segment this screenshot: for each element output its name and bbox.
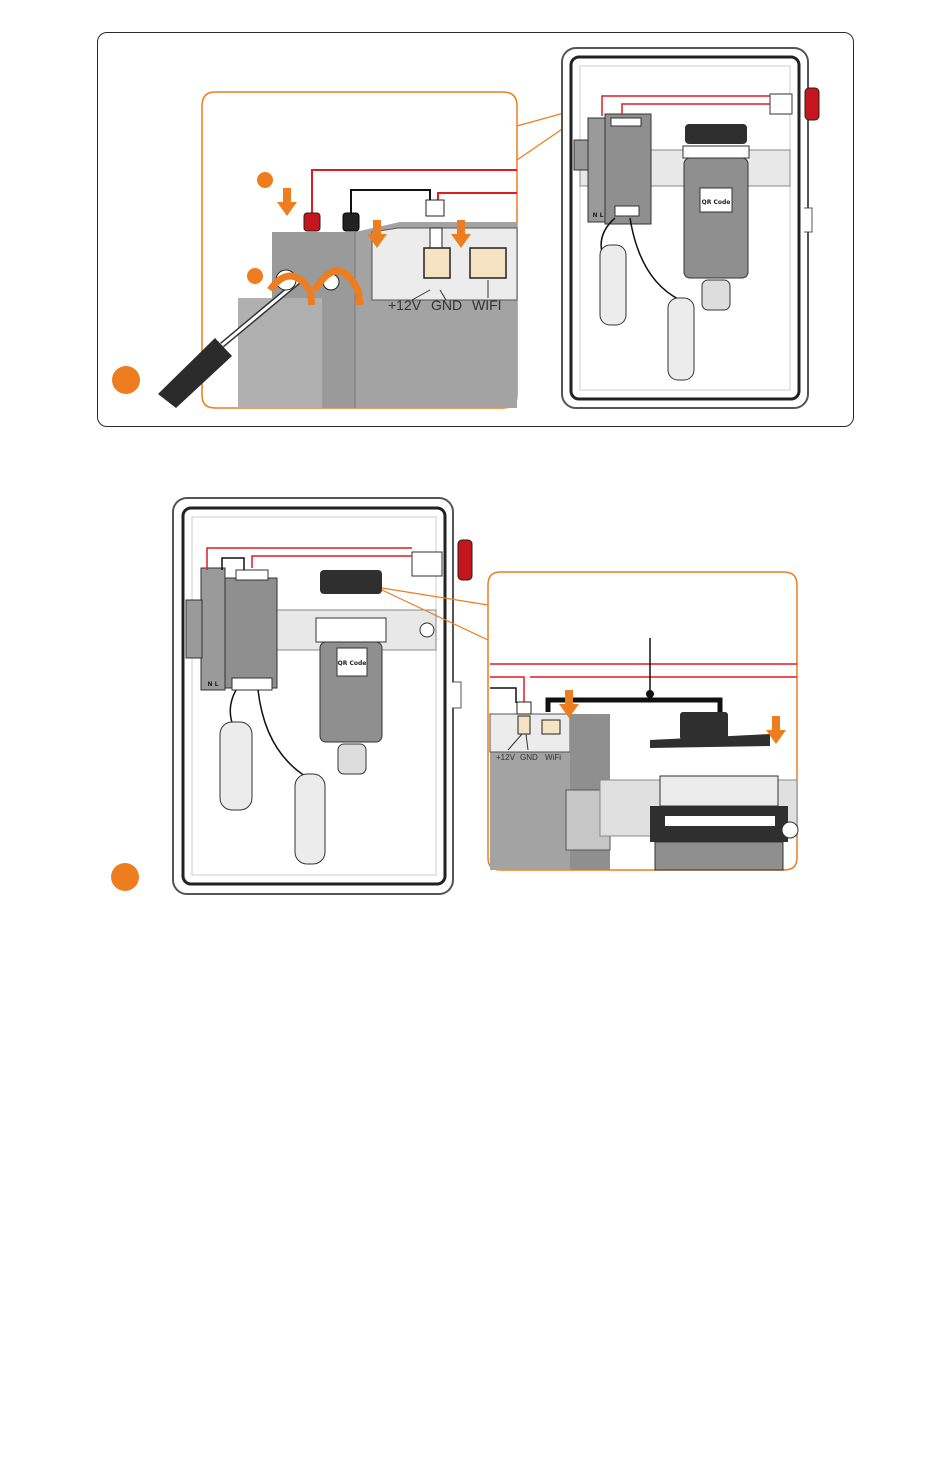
terminal-label-12v-2: +12V <box>496 753 516 762</box>
zoomed-wires <box>312 170 517 215</box>
device-qr-label-2: QR Code <box>338 660 367 667</box>
terminal-label-gnd: GND <box>431 297 462 313</box>
step-badge-1 <box>112 366 140 394</box>
enclosure-panel-1: QR Code N L <box>562 48 819 408</box>
terminal-label-wifi: WIFI <box>472 297 502 313</box>
device-qr-label: QR Code <box>702 199 731 206</box>
din-marking: N L <box>593 212 604 219</box>
din-marking-2: N L <box>208 681 219 688</box>
step-badge-2 <box>111 863 139 891</box>
enclosure-panel-2: QR Code N L <box>173 498 472 894</box>
step-badge-b <box>247 268 263 284</box>
terminal-label-gnd-2: GND <box>520 753 538 762</box>
step-badge-a <box>257 172 273 188</box>
zoomed-terminal-labels: +12V GND WIFI <box>388 297 502 313</box>
terminal-label-wifi-2: WiFi <box>545 753 561 762</box>
terminal-label-12v: +12V <box>388 297 422 313</box>
